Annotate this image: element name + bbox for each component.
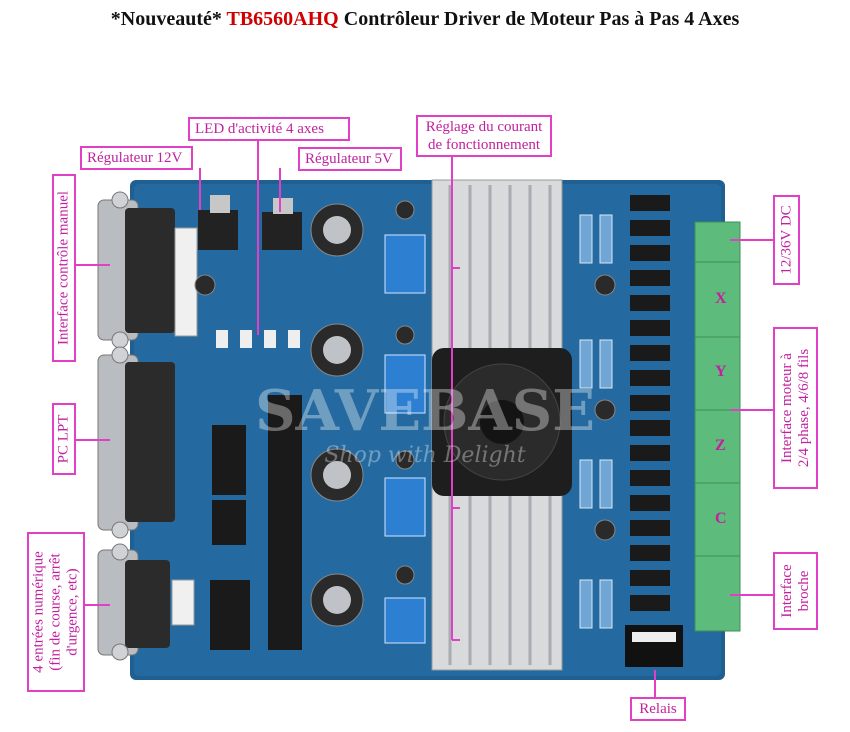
- dip-switches: [384, 234, 426, 644]
- label-inputs-line2: (fin de course, arrêt: [47, 553, 64, 671]
- label-manual-control: Interface contrôle manuel: [52, 174, 76, 362]
- cooling-fan: [432, 348, 572, 496]
- label-pc-lpt-text: PC LPT: [55, 414, 72, 464]
- db25-manual-connector: [97, 191, 175, 349]
- label-spindle-line1: Interface: [778, 564, 795, 618]
- header-connector: [174, 227, 198, 337]
- label-digital-inputs-text: 4 entrées numérique (fin de course, arrê…: [31, 551, 82, 673]
- regulator-5v: [262, 212, 302, 250]
- label-led-activity-text: LED d'activité 4 axes: [195, 121, 324, 137]
- watermark-sub: Shop with Delight: [324, 443, 525, 468]
- label-pc-lpt: PC LPT: [52, 403, 76, 475]
- axis-label-z: Z: [715, 437, 726, 454]
- label-motor-interface-text: Interface moteur à 2/4 phase, 4/6/8 fils: [779, 349, 813, 467]
- axis-label-c: C: [715, 510, 727, 527]
- label-relay-text: Relais: [639, 701, 677, 717]
- label-power-text: 12/36V DC: [778, 205, 794, 275]
- label-led-activity: LED d'activité 4 axes: [188, 117, 350, 141]
- label-regulator-12v-text: Régulateur 12V: [87, 150, 183, 166]
- page-title: *Nouveauté* TB6560AHQ Contrôleur Driver …: [0, 8, 850, 31]
- label-motor-line2: 2/4 phase, 4/6/8 fils: [795, 348, 812, 468]
- label-current-adjust-line1: Réglage du courant: [425, 119, 543, 135]
- ic-chips: [210, 395, 302, 650]
- label-digital-inputs: 4 entrées numérique (fin de course, arrê…: [27, 532, 85, 692]
- label-regulator-5v-text: Régulateur 5V: [305, 151, 393, 167]
- axis-label-x: X: [715, 290, 727, 307]
- title-model: TB6560AHQ: [226, 8, 339, 30]
- title-rest: Contrôleur Driver de Moteur Pas à Pas 4 …: [343, 8, 740, 30]
- resistors: [579, 214, 613, 629]
- label-relay: Relais: [630, 697, 686, 721]
- activity-leds: [216, 330, 300, 348]
- label-inputs-line3: d'urgence, etc): [64, 568, 81, 656]
- diodes: [630, 195, 670, 611]
- label-regulator-12v: Régulateur 12V: [80, 146, 193, 170]
- label-regulator-5v: Régulateur 5V: [298, 147, 402, 171]
- axis-label-y: Y: [715, 363, 727, 380]
- db9-input-connector: [97, 543, 170, 661]
- relay-component: [625, 625, 683, 667]
- label-spindle-interface-text: Interface broche: [779, 564, 813, 617]
- watermark-main: SAVEBASE: [255, 378, 595, 444]
- label-power-input: 12/36V DC: [773, 195, 800, 285]
- title-prefix: *Nouveauté*: [110, 8, 222, 30]
- label-inputs-line1: 4 entrées numérique: [30, 551, 47, 673]
- label-current-adjust-line2: de fonctionnement: [427, 137, 541, 153]
- terminal-blocks: [694, 221, 741, 632]
- label-manual-control-text: Interface contrôle manuel: [55, 190, 72, 346]
- label-motor-interface: Interface moteur à 2/4 phase, 4/6/8 fils: [773, 327, 818, 489]
- label-spindle-line2: broche: [795, 570, 812, 612]
- leader-lines: [75, 138, 775, 698]
- regulator-12v: [198, 210, 238, 250]
- label-spindle-interface: Interface broche: [773, 552, 818, 630]
- label-motor-line1: Interface moteur à: [778, 353, 795, 463]
- db25-lpt-connector: [97, 346, 175, 539]
- label-current-adjust: Réglage du courant de fonctionnement: [416, 115, 552, 157]
